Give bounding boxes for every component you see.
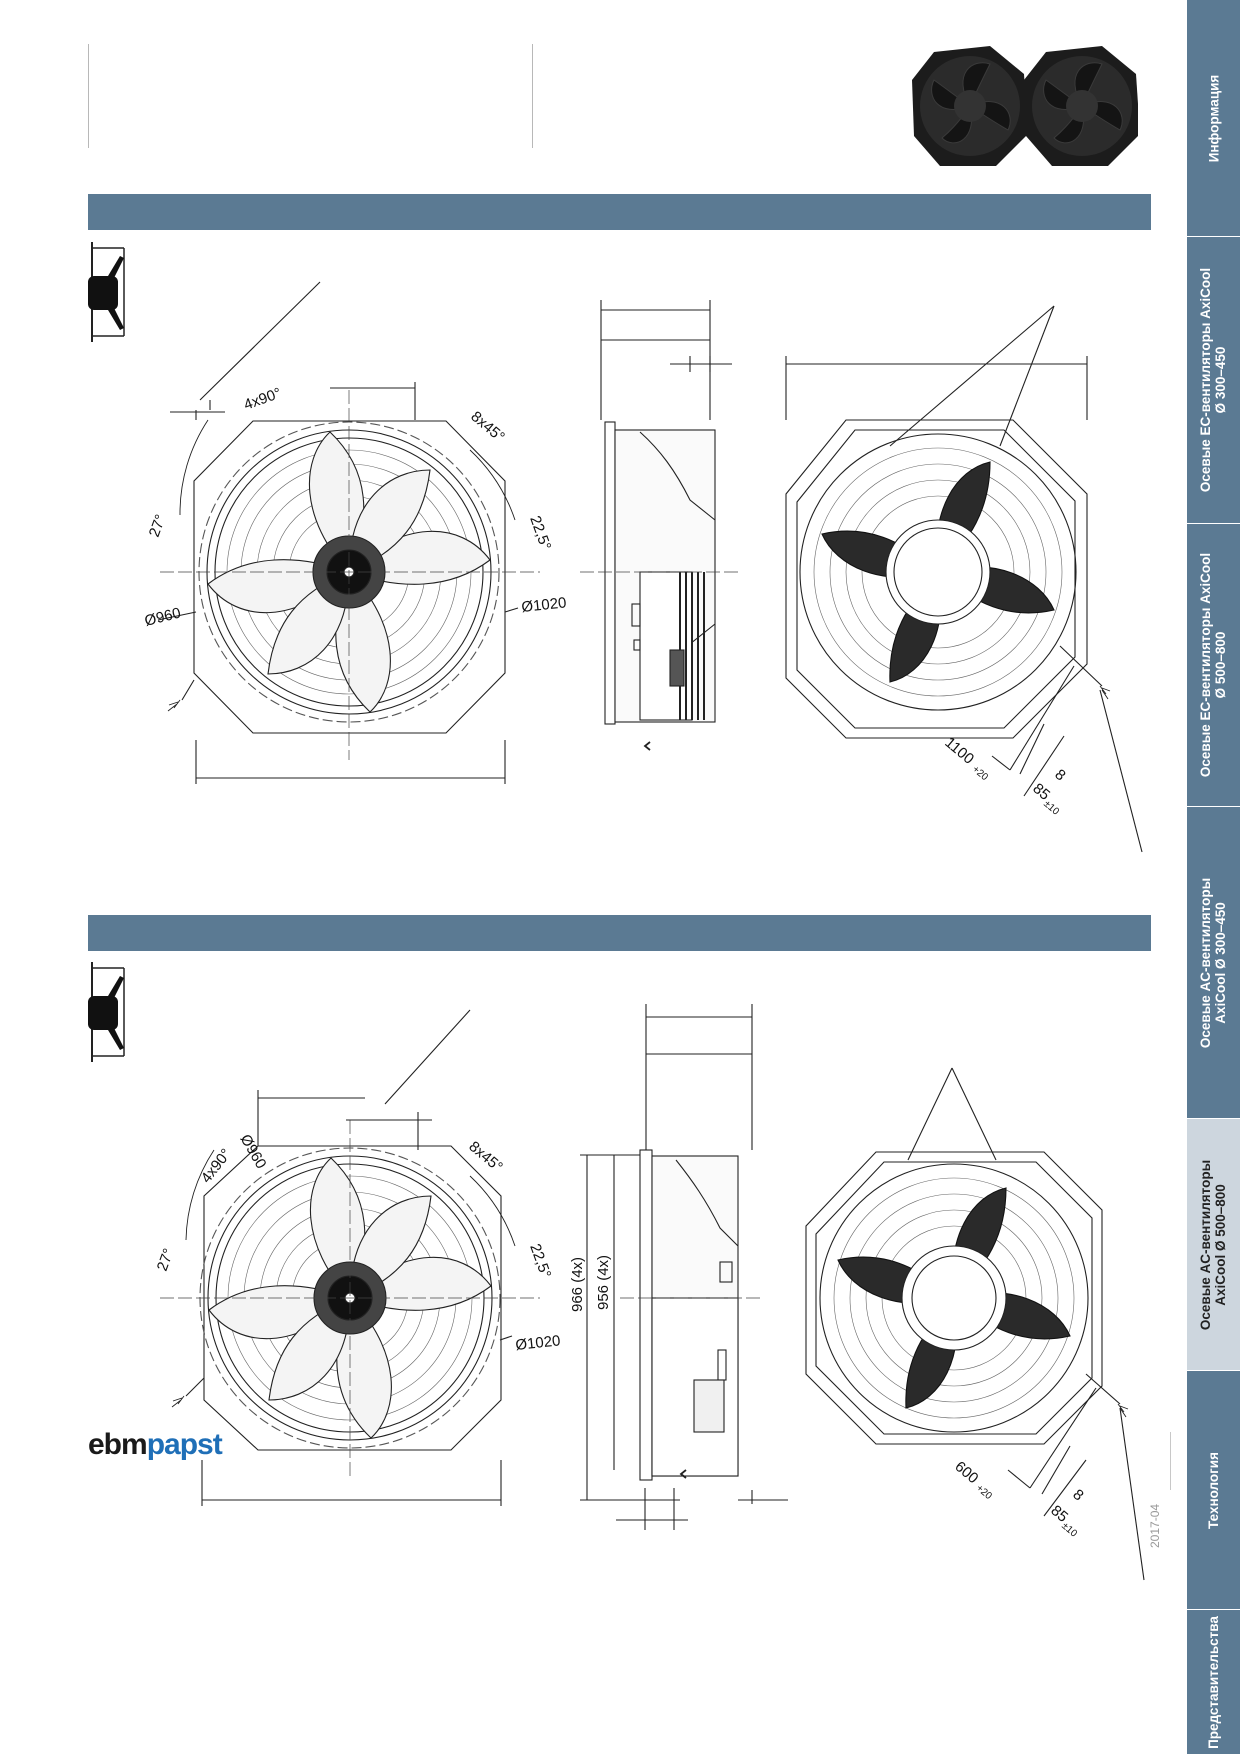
height-956-label: 956 (4x) <box>595 1255 612 1310</box>
dimension-drawing-1: 4x90° 8x45° 27° 22,5° Ø960 Ø1020 1100 +2… <box>143 281 1143 853</box>
angle-22-5-label: 22,5° <box>526 1242 554 1281</box>
angle-27-label: 27° <box>154 1246 178 1273</box>
tab-technology[interactable]: Технология <box>1187 1371 1240 1610</box>
footer-date-text: 2017-04 <box>1148 1503 1162 1548</box>
fan-photo-right <box>1024 46 1138 166</box>
tab-label-line1: Представительства <box>1206 1615 1222 1749</box>
height-966-label: 966 (4x) <box>569 1257 586 1312</box>
front-view-1 <box>157 281 540 784</box>
tab-label-line1: Технология <box>1206 1451 1222 1529</box>
tab-representatives[interactable]: Представительства <box>1187 1610 1240 1754</box>
tab-label-line1: Осевые AC-вентиляторы <box>1198 877 1214 1048</box>
tab-ac-axicool-500-800[interactable]: Осевые AC-вентиляторы AxiCool Ø 500–800 <box>1187 1119 1240 1371</box>
cable-length-label: 600 +20 <box>951 1458 994 1503</box>
brand-logo-part1: ebm <box>88 1428 148 1461</box>
product-photo <box>912 46 1138 166</box>
tab-label-line1: Осевые EC-вентиляторы AxiCool <box>1198 267 1214 493</box>
rear-view-1 <box>785 305 1143 853</box>
diameter-1020-label: Ø1020 <box>521 594 568 616</box>
tab-ec-axicool-500-800[interactable]: Осевые EC-вентиляторы AxiCool Ø 500–800 <box>1187 524 1240 807</box>
section-band-2 <box>88 915 1151 951</box>
svg-text:+20: +20 <box>974 1483 994 1503</box>
strip-85-label: 85 ±10 <box>1047 1502 1079 1540</box>
fan-photo-left <box>912 46 1028 166</box>
mounting-icon-1 <box>88 242 125 342</box>
svg-text:±10: ±10 <box>1059 1521 1079 1540</box>
diameter-960-label: Ø960 <box>237 1132 270 1172</box>
header-separator-right <box>532 44 533 148</box>
diameter-1020-label: Ø1020 <box>515 1332 562 1354</box>
angle-27-label: 27° <box>146 512 170 539</box>
tab-label-line2: Ø 300–450 <box>1213 346 1229 414</box>
svg-text:600: 600 <box>951 1458 981 1487</box>
tab-ac-axicool-300-450[interactable]: Осевые AC-вентиляторы AxiCool Ø 300–450 <box>1187 807 1240 1119</box>
brand-logo-part2: papst <box>146 1428 223 1461</box>
tab-ec-axicool-300-450[interactable]: Осевые EC-вентиляторы AxiCool Ø 300–450 <box>1187 237 1240 524</box>
tab-label-line2: AxiCool Ø 300–450 <box>1213 901 1229 1024</box>
side-view-2 <box>580 1004 788 1530</box>
side-view-1 <box>580 300 740 751</box>
angle-8x45-label: 8x45° <box>465 1138 505 1176</box>
footer-date-rule <box>1170 1432 1171 1490</box>
tab-label-line1: Осевые AC-вентиляторы <box>1198 1159 1214 1330</box>
header-separator-left <box>88 44 89 148</box>
section-band-1 <box>88 194 1151 230</box>
sidebar-nav: Информация Осевые EC-вентиляторы AxiCool… <box>1187 0 1240 1754</box>
tab-label-line1: Информация <box>1206 74 1222 162</box>
footer-date: 2017-04 <box>1148 1490 1168 1550</box>
front-view-2 <box>160 1009 540 1506</box>
tab-label-line1: Осевые EC-вентиляторы AxiCool <box>1198 552 1214 778</box>
strip-8-label: 8 <box>1069 1486 1086 1504</box>
brand-logo: ebmpapst <box>88 1428 223 1462</box>
tab-label-line2: Ø 500–800 <box>1213 631 1229 699</box>
rear-view-2 <box>805 1067 1145 1581</box>
angle-4x90-label: 4x90° <box>198 1146 235 1187</box>
dimension-drawing-2: 4x90° Ø960 8x45° 27° 22,5° Ø1020 966 (4x… <box>154 1004 1145 1581</box>
mounting-icon-2 <box>88 962 125 1062</box>
tab-information[interactable]: Информация <box>1187 0 1240 237</box>
tab-label-line2: AxiCool Ø 500–800 <box>1213 1183 1229 1306</box>
